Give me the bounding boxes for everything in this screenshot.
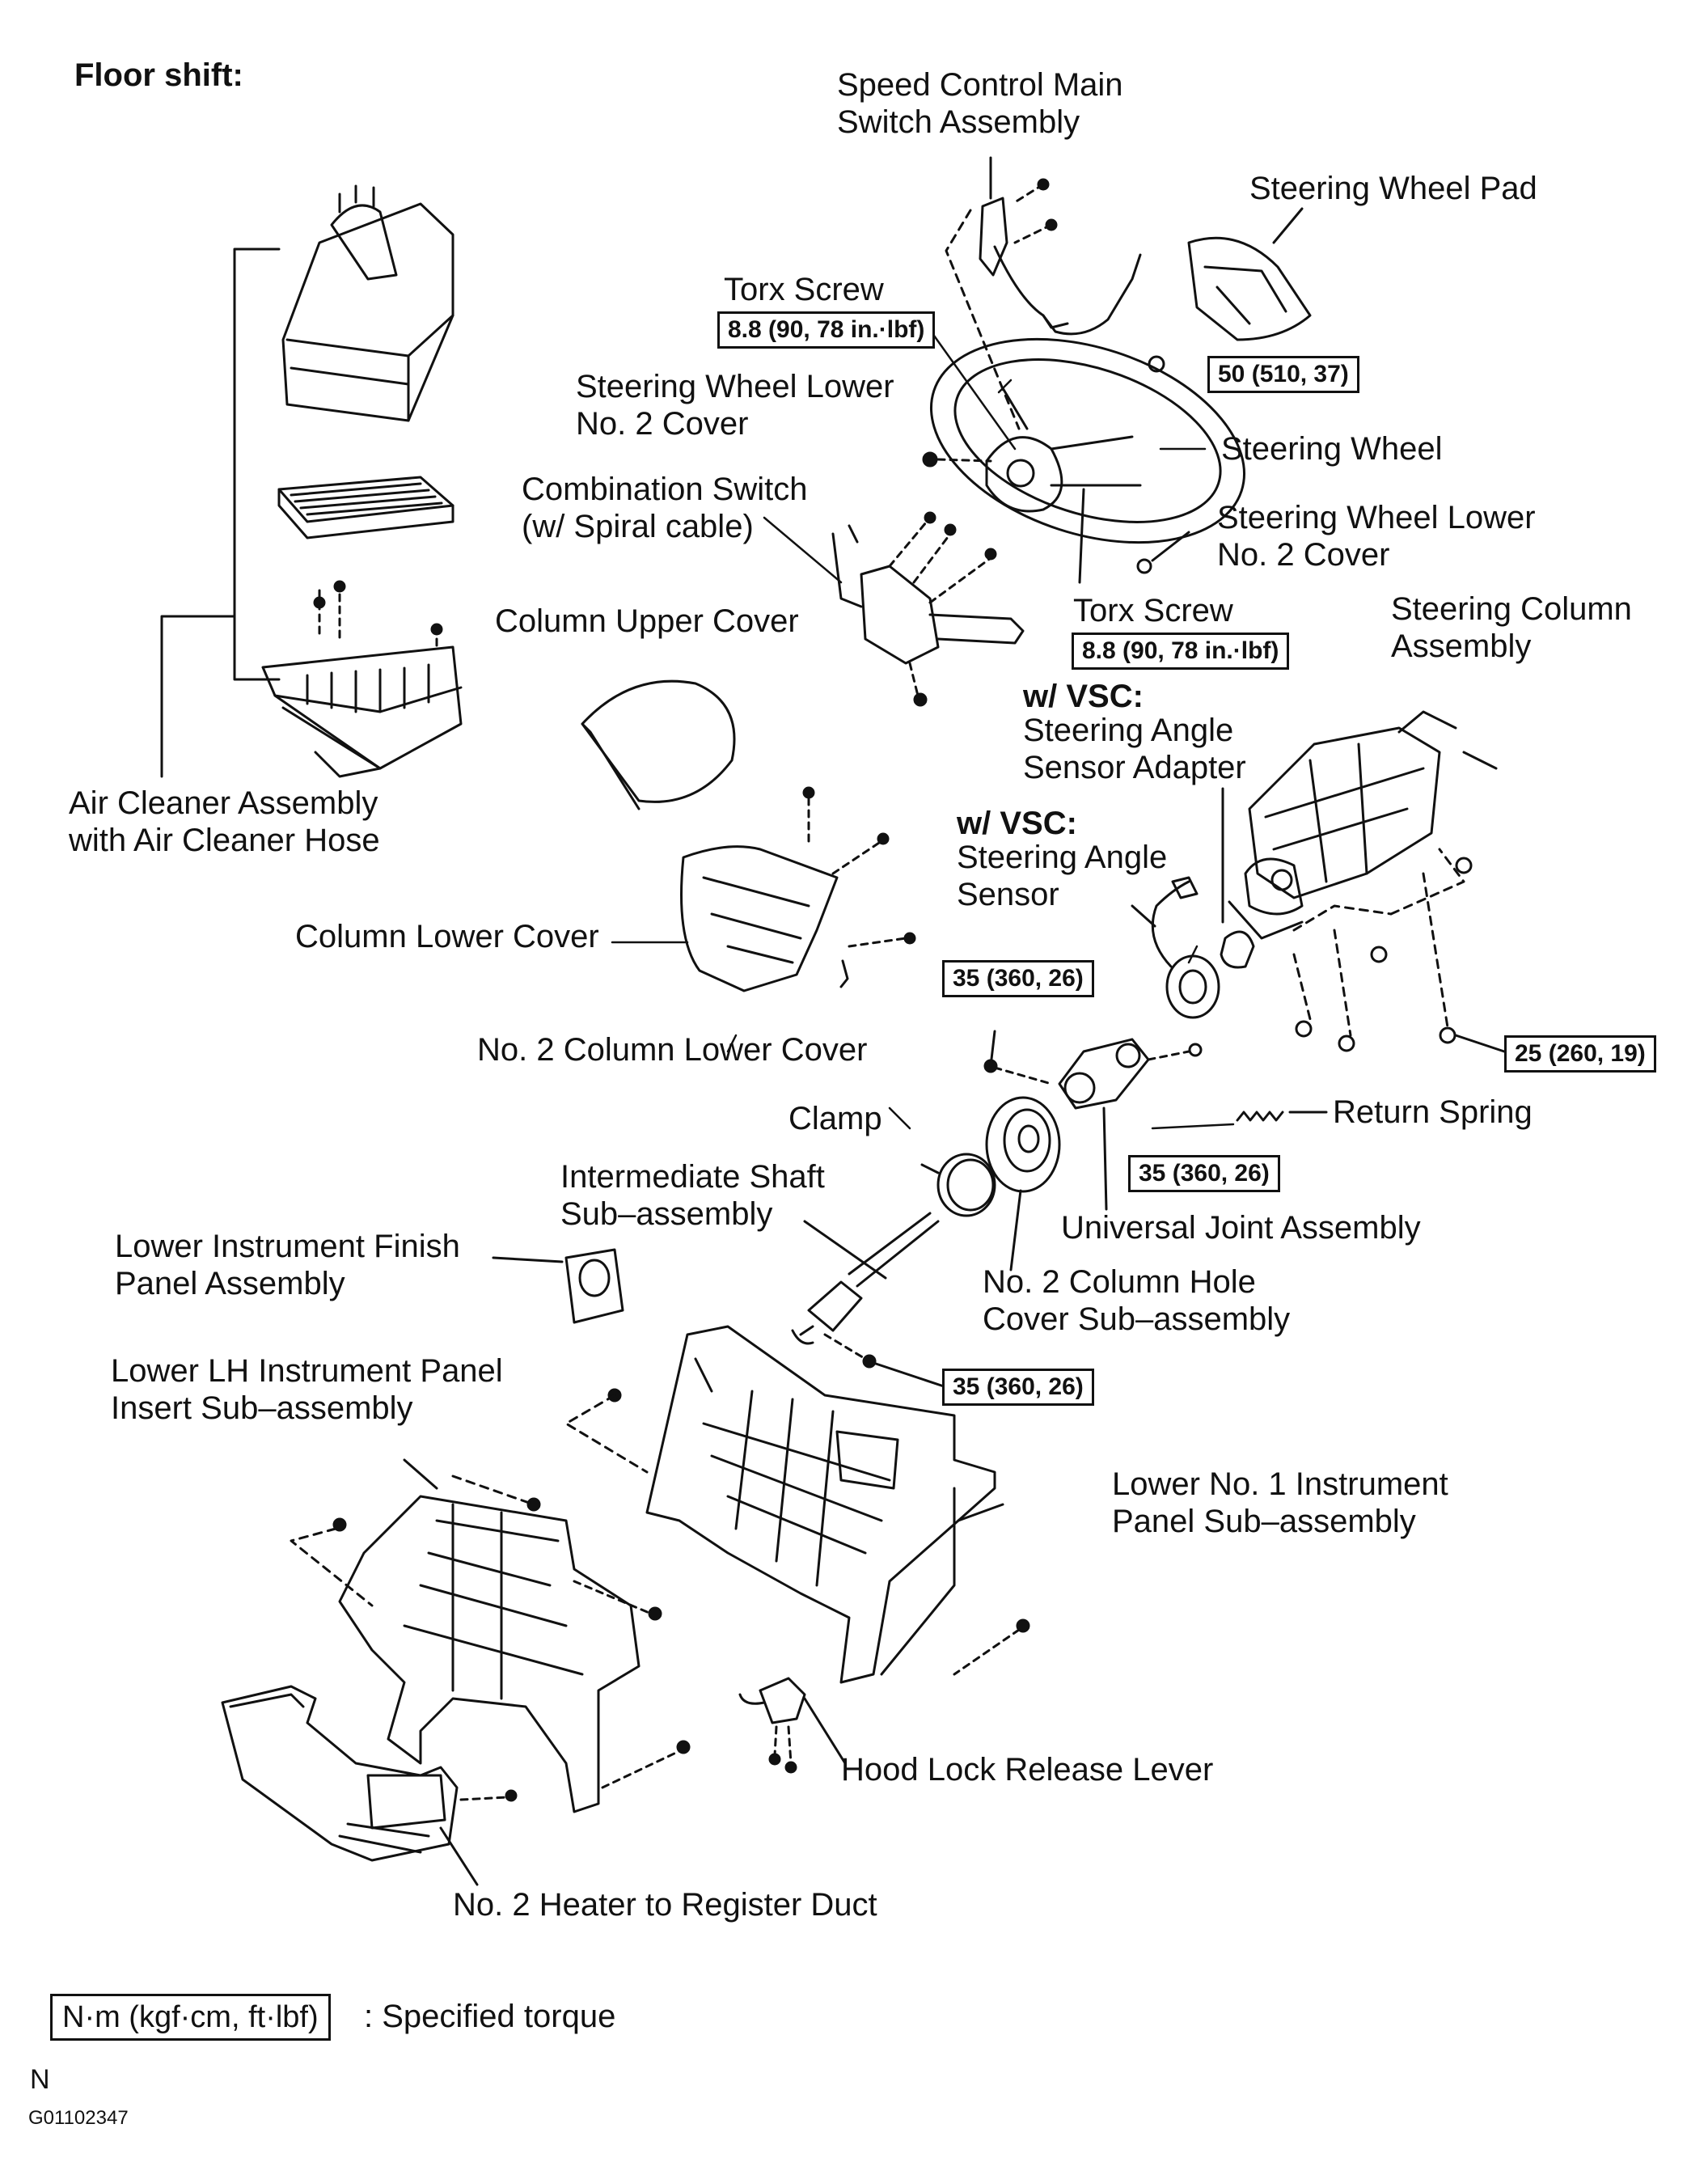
- hood-lock-lever-drawing: [738, 1677, 847, 1774]
- steering-column-drawing: [1228, 710, 1506, 1053]
- label-line: Sensor Adapter: [1023, 750, 1246, 785]
- torque-universal-joint-bolt: 35 (360, 26): [1128, 1155, 1280, 1192]
- label-steering-angle-sensor-adapter: Steering Angle Sensor Adapter: [1023, 712, 1246, 786]
- label-line: Panel Sub–assembly: [1112, 1504, 1416, 1539]
- label-line: Combination Switch: [522, 472, 808, 507]
- label-steering-wheel: Steering Wheel: [1221, 431, 1443, 467]
- label-line: (w/ Spiral cable): [522, 509, 754, 544]
- label-column-lower-cover: Column Lower Cover: [295, 919, 599, 954]
- label-line: No. 2 Column Hole: [983, 1264, 1256, 1300]
- torque-shaft-bolt: 35 (360, 26): [942, 1369, 1094, 1406]
- label-with-vsc-adapter: w/ VSC:: [1023, 679, 1144, 714]
- label-line: Speed Control Main: [837, 67, 1123, 103]
- label-line: Panel Assembly: [115, 1266, 345, 1301]
- torque-wheel-nut: 50 (510, 37): [1207, 356, 1359, 393]
- label-line: Steering Angle: [957, 840, 1168, 875]
- diagram-heading: Floor shift:: [74, 57, 243, 93]
- column-hole-cover-drawing: [985, 1096, 1061, 1271]
- label-clamp: Clamp: [788, 1101, 882, 1136]
- instrument-panel-drawing: [564, 1325, 1030, 1684]
- torque-column-nut: 25 (260, 19): [1504, 1035, 1656, 1073]
- label-steering-angle-sensor: Steering Angle Sensor: [957, 839, 1167, 913]
- footer-letter: N: [30, 2064, 50, 2095]
- label-column-hole-cover: No. 2 Column Hole Cover Sub–assembly: [983, 1263, 1290, 1338]
- leader-lines: [611, 328, 1235, 1130]
- steering-wheel-drawing: [922, 337, 1246, 584]
- label-line: Assembly: [1391, 628, 1532, 664]
- return-spring-drawing: [1236, 1111, 1328, 1122]
- label-lower-instrument-finish-panel: Lower Instrument Finish Panel Assembly: [115, 1228, 460, 1302]
- label-hood-lock-release-lever: Hood Lock Release Lever: [841, 1752, 1214, 1788]
- steering-wheel-pad-drawing: [1148, 207, 1312, 373]
- label-wheel-lower-cover-left: Steering Wheel Lower No. 2 Cover: [576, 368, 894, 442]
- label-line: with Air Cleaner Hose: [69, 823, 380, 858]
- label-line: Steering Angle: [1023, 713, 1234, 748]
- label-line: Intermediate Shaft: [560, 1159, 825, 1195]
- label-lower-lh-panel-insert: Lower LH Instrument Panel Insert Sub–ass…: [111, 1352, 503, 1427]
- label-air-cleaner-assembly: Air Cleaner Assembly with Air Cleaner Ho…: [69, 785, 380, 859]
- speed-control-switch-drawing: [945, 156, 1142, 430]
- label-wheel-lower-cover-right: Steering Wheel Lower No. 2 Cover: [1217, 499, 1536, 573]
- label-universal-joint: Universal Joint Assembly: [1061, 1210, 1421, 1246]
- torque-column-bolt: 35 (360, 26): [942, 960, 1094, 997]
- label-column-upper-cover: Column Upper Cover: [495, 603, 799, 639]
- label-speed-control-switch: Speed Control Main Switch Assembly: [837, 66, 1123, 141]
- legend-text: : Specified torque: [364, 1999, 616, 2034]
- legend-torque-unit: N·m (kgf·cm, ft·lbf): [50, 1994, 331, 2041]
- label-steering-wheel-pad: Steering Wheel Pad: [1249, 171, 1537, 206]
- label-line: Lower Instrument Finish: [115, 1229, 460, 1264]
- label-lower-no1-instrument-panel: Lower No. 1 Instrument Panel Sub–assembl…: [1112, 1466, 1448, 1540]
- column-lower-cover-drawing: [680, 786, 916, 992]
- label-line: Switch Assembly: [837, 104, 1080, 140]
- label-line: Lower LH Instrument Panel: [111, 1353, 503, 1389]
- clamp-drawing: [920, 1153, 996, 1217]
- label-steering-column-assembly: Steering Column Assembly: [1391, 590, 1632, 665]
- figure-code: G01102347: [28, 2107, 129, 2129]
- label-line: No. 2 Cover: [576, 406, 749, 442]
- combination-switch-drawing: [831, 511, 1025, 707]
- label-line: Steering Wheel Lower: [576, 369, 894, 404]
- label-line: Insert Sub–assembly: [111, 1390, 413, 1426]
- intermediate-shaft-drawing: [791, 1212, 948, 1389]
- label-line: Lower No. 1 Instrument: [1112, 1466, 1448, 1502]
- label-intermediate-shaft: Intermediate Shaft Sub–assembly: [560, 1158, 825, 1233]
- label-return-spring: Return Spring: [1333, 1094, 1533, 1130]
- label-line: Sensor: [957, 877, 1059, 912]
- column-upper-cover-drawing: [581, 679, 736, 810]
- label-combination-switch: Combination Switch (w/ Spiral cable): [522, 471, 808, 545]
- label-no2-column-lower-cover: No. 2 Column Lower Cover: [477, 1032, 868, 1068]
- label-line: No. 2 Cover: [1217, 537, 1390, 573]
- universal-joint-drawing: [983, 1030, 1203, 1211]
- heater-duct-drawing: [221, 1685, 518, 1886]
- label-line: Sub–assembly: [560, 1196, 773, 1232]
- label-with-vsc-sensor: w/ VSC:: [957, 806, 1077, 841]
- label-heater-duct: No. 2 Heater to Register Duct: [453, 1887, 877, 1923]
- label-line: Steering Wheel Lower: [1217, 500, 1536, 535]
- panel-insert-drawing: [290, 1458, 691, 1813]
- torque-torx-upper: 8.8 (90, 78 in.·lbf): [717, 311, 936, 349]
- label-torx-screw-lower: Torx Screw: [1073, 593, 1233, 628]
- label-line: Cover Sub–assembly: [983, 1301, 1291, 1337]
- label-line: Steering Column: [1391, 591, 1632, 627]
- finish-panel-drawing: [492, 1248, 624, 1324]
- label-line: Air Cleaner Assembly: [69, 785, 378, 821]
- label-torx-screw-upper: Torx Screw: [724, 272, 884, 307]
- torque-torx-lower: 8.8 (90, 78 in.·lbf): [1072, 633, 1290, 670]
- air-cleaner-drawing: [160, 184, 463, 778]
